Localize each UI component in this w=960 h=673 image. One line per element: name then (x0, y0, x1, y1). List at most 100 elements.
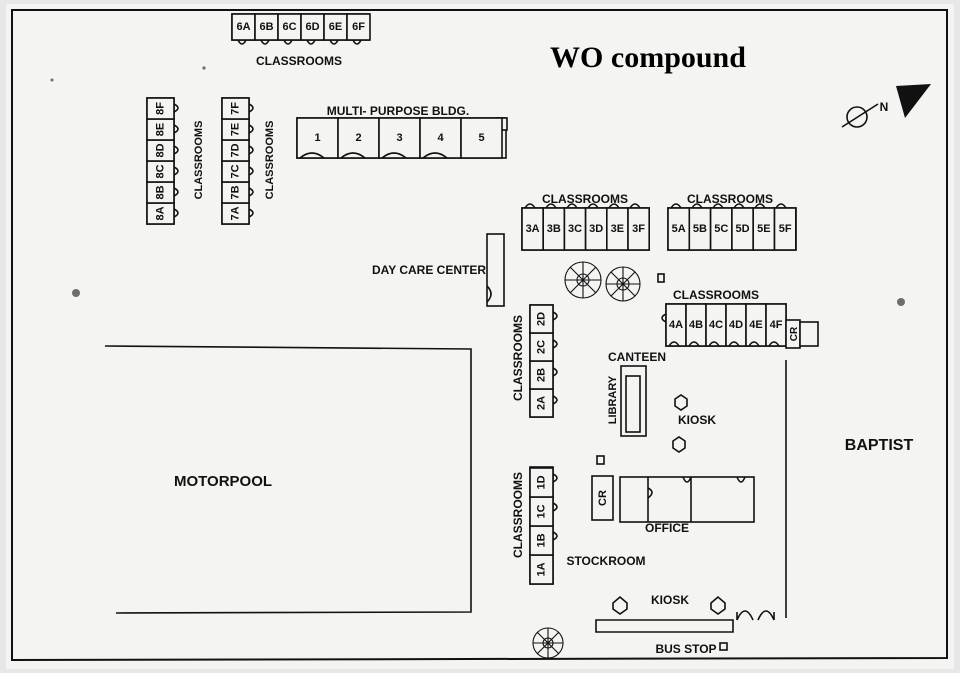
room-label: 1B (536, 533, 548, 547)
classroom-block-6: 6A 6B 6C 6D 6E 6F CLASSROOMS (231, 13, 371, 68)
room-label: 1C (536, 504, 548, 518)
room-cell (337, 117, 380, 159)
room-label: 4B (689, 319, 703, 331)
bus-stop-shelter (595, 619, 734, 633)
tree-icon (532, 627, 564, 659)
small-structure (719, 642, 728, 651)
room-label: 6F (352, 21, 365, 33)
day-care-center: DAY CARE CENTER (372, 233, 505, 307)
room-label: 6E (329, 21, 342, 33)
classrooms-label-3: CLASSROOMS (542, 192, 628, 206)
print-speck (897, 298, 905, 306)
day-care-label: DAY CARE CENTER (372, 263, 486, 277)
room-label: 5B (693, 223, 707, 235)
kiosk-icon (612, 595, 628, 615)
canteen-label: CANTEEN (608, 350, 666, 364)
cr-office: CR (591, 475, 614, 521)
room-label: 3A (526, 223, 540, 235)
room-label: 6D (305, 21, 319, 33)
kiosk-label-upper: KIOSK (678, 413, 716, 427)
room-label: 6A (236, 21, 250, 33)
office-label: OFFICE (645, 521, 689, 535)
room-cell (346, 13, 371, 41)
room-label: 1 (314, 132, 320, 144)
room-label: 4E (749, 319, 762, 331)
north-letter: N (880, 100, 889, 114)
room-label: 8A (155, 206, 167, 220)
motorpool-label: MOTORPOOL (174, 473, 272, 490)
room-cell (627, 207, 651, 251)
print-speck (202, 66, 206, 70)
room-label: 4A (669, 319, 683, 331)
classrooms-label-1: CLASSROOMS (511, 472, 525, 558)
room-label: 8C (155, 164, 167, 178)
room-label: 6C (282, 21, 296, 33)
kiosk-icon (710, 595, 726, 615)
kiosk-label-lower: KIOSK (651, 593, 689, 607)
room-label: 2A (536, 396, 548, 410)
multi-purpose-label: MULTI- PURPOSE BLDG. (327, 104, 469, 118)
room-label: 7D (230, 143, 242, 157)
small-structure (596, 455, 605, 465)
room-cell (296, 117, 339, 159)
room-cell (529, 304, 554, 334)
room-label: 2C (536, 340, 548, 354)
kiosk-upper: KIOSK (672, 394, 716, 453)
tree-icon (564, 261, 602, 299)
room-cell (460, 117, 503, 159)
classrooms-label-7: CLASSROOMS (264, 121, 276, 200)
room-label: 3E (611, 223, 624, 235)
library-label: LIBRARY (607, 375, 619, 424)
room-label: 5A (672, 223, 686, 235)
room-label: 1D (536, 475, 548, 489)
print-speck (72, 289, 80, 297)
canteen: CANTEEN LIBRARY (607, 350, 666, 437)
room-label: 2 (355, 132, 361, 144)
room-label: 3B (547, 223, 561, 235)
kiosk-icon (674, 394, 688, 411)
room-label: 3 (396, 132, 402, 144)
map-title: WO compound (550, 41, 746, 74)
room-label: 2B (536, 368, 548, 382)
print-speck (50, 78, 54, 82)
classroom-block-2: 2A 2B 2C 2D CLASSROOMS (511, 304, 558, 418)
room-label: 6B (259, 21, 273, 33)
room-label: 7A (230, 206, 242, 220)
room-label: 7F (230, 102, 242, 115)
classrooms-label-2: CLASSROOMS (511, 315, 525, 401)
kiosk-lower: KIOSK (612, 593, 726, 615)
tree-icon (605, 266, 641, 302)
room-cell (221, 97, 250, 120)
room-label: 8E (155, 123, 167, 136)
small-structure (657, 273, 665, 283)
room-cell (146, 97, 175, 120)
classrooms-label-8: CLASSROOMS (193, 121, 205, 200)
room-label: 2D (536, 312, 548, 326)
classroom-block-8: 8A 8B 8C 8D 8E 8F CLASSROOMS (146, 97, 205, 225)
north-arrow-icon: N (841, 84, 931, 128)
room-label: 3F (632, 223, 645, 235)
room-label: 3D (589, 223, 603, 235)
room-cell (378, 117, 421, 159)
room-cell (419, 117, 462, 159)
baptist-label: BAPTIST (845, 437, 914, 454)
room-cell (529, 467, 554, 498)
room-label: 8F (155, 102, 167, 115)
room-label: 5D (736, 223, 750, 235)
kiosk-icon (672, 436, 686, 453)
map-border (11, 9, 948, 662)
cr-label-office: CR (597, 490, 609, 506)
room-label: 4C (709, 319, 723, 331)
room-label: 8B (155, 185, 167, 199)
classrooms-label-4: CLASSROOMS (673, 288, 759, 302)
room-label: 7B (230, 185, 242, 199)
cr-label-block4: CR (789, 326, 800, 341)
room-label: 8D (155, 143, 167, 157)
classrooms-label-6: CLASSROOMS (256, 54, 342, 68)
classrooms-label-5: CLASSROOMS (687, 192, 773, 206)
